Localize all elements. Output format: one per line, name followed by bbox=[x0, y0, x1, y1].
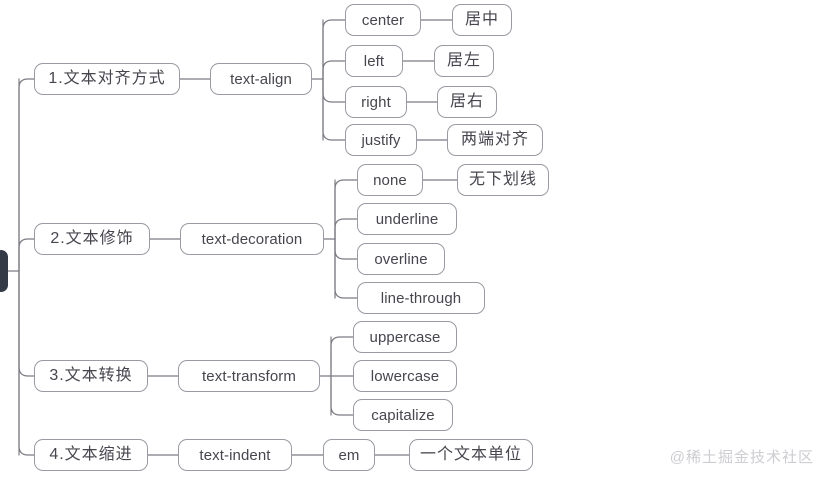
branch-4-property[interactable]: text-indent bbox=[178, 439, 292, 471]
branch-1-value-left[interactable]: left bbox=[345, 45, 403, 77]
branch-4-value-em[interactable]: em bbox=[323, 439, 375, 471]
branch-1-property[interactable]: text-align bbox=[210, 63, 312, 95]
branch-1-meaning-center[interactable]: 居中 bbox=[452, 4, 512, 36]
branch-3-value-capitalize[interactable]: capitalize bbox=[353, 399, 453, 431]
branch-3-title[interactable]: 3.文本转换 bbox=[34, 360, 148, 392]
branch-1-meaning-right[interactable]: 居右 bbox=[437, 86, 497, 118]
branch-3-property[interactable]: text-transform bbox=[178, 360, 320, 392]
branch-2-property[interactable]: text-decoration bbox=[180, 223, 324, 255]
branch-4-meaning-em[interactable]: 一个文本单位 bbox=[409, 439, 533, 471]
branch-1-meaning-justify[interactable]: 两端对齐 bbox=[447, 124, 543, 156]
watermark: @稀土掘金技术社区 bbox=[669, 449, 814, 466]
branch-1-meaning-left[interactable]: 居左 bbox=[434, 45, 494, 77]
branch-2-value-none[interactable]: none bbox=[357, 164, 423, 196]
root-node[interactable] bbox=[0, 250, 8, 292]
branch-1-title[interactable]: 1.文本对齐方式 bbox=[34, 63, 180, 95]
branch-3-value-lowercase[interactable]: lowercase bbox=[353, 360, 457, 392]
branch-2-value-line-through[interactable]: line-through bbox=[357, 282, 485, 314]
branch-1-value-center[interactable]: center bbox=[345, 4, 421, 36]
branch-2-title[interactable]: 2.文本修饰 bbox=[34, 223, 150, 255]
branch-3-value-uppercase[interactable]: uppercase bbox=[353, 321, 457, 353]
branch-2-value-underline[interactable]: underline bbox=[357, 203, 457, 235]
branch-2-value-overline[interactable]: overline bbox=[357, 243, 445, 275]
branch-1-value-justify[interactable]: justify bbox=[345, 124, 417, 156]
branch-2-meaning-none[interactable]: 无下划线 bbox=[457, 164, 549, 196]
branch-1-value-right[interactable]: right bbox=[345, 86, 407, 118]
branch-4-title[interactable]: 4.文本缩进 bbox=[34, 439, 148, 471]
